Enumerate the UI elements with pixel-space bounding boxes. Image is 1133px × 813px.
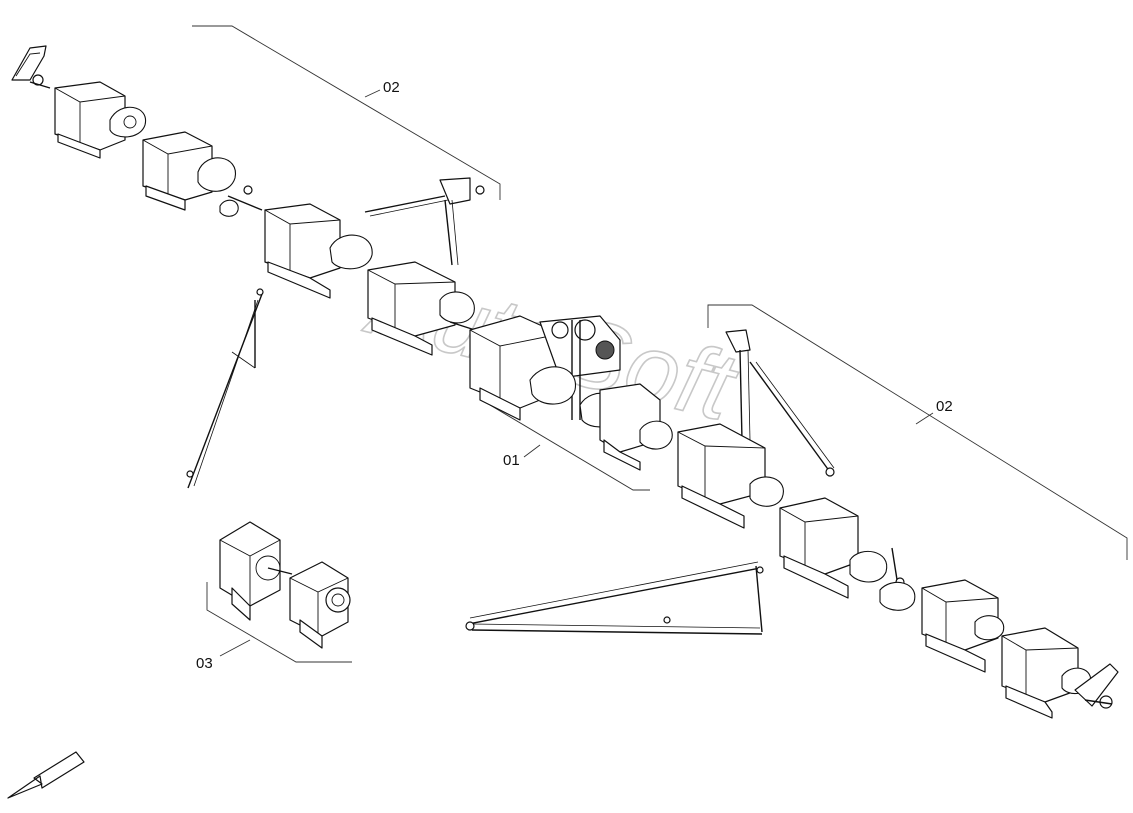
auger-section-4 — [367, 261, 476, 356]
auger-section-6 — [779, 497, 905, 599]
support-strut-left — [186, 288, 264, 489]
callout-label-lower-group: 03 — [196, 655, 213, 672]
end-bearing-bracket-left — [11, 45, 51, 89]
bracket-lower-group — [206, 582, 352, 663]
auger-section-5 — [677, 423, 784, 529]
bracket-upper-group — [192, 25, 501, 200]
callout-label-center-assembly: 01 — [503, 452, 520, 469]
arrow-down-left-icon — [7, 751, 85, 799]
callout-right-group: 02 — [936, 398, 953, 415]
auger-section-7 — [879, 579, 1005, 673]
center-gearbox-assembly — [469, 315, 673, 471]
auger-section-3 — [264, 203, 373, 299]
tension-linkage-upper — [364, 177, 485, 266]
drive-coupling-upper — [219, 185, 263, 217]
callout-label-right-group: 02 — [936, 398, 953, 415]
end-bearing-bracket-right — [1074, 663, 1119, 709]
callout-label-upper-group: 02 — [383, 79, 400, 96]
auger-section-1 — [54, 81, 146, 159]
drive-unit-b — [289, 561, 351, 649]
bracket-center-assembly — [489, 404, 650, 491]
drive-unit-a — [219, 521, 293, 621]
auger-section-8 — [1001, 627, 1092, 719]
callout-center-assembly: 01 — [503, 452, 520, 469]
auger-section-2 — [142, 131, 236, 211]
long-brace-assembly — [465, 561, 764, 635]
bracket-right-group — [707, 304, 1128, 560]
callout-lower-group: 03 — [196, 655, 213, 672]
tension-linkage-right — [725, 329, 835, 477]
callout-upper-group: 02 — [383, 79, 400, 96]
